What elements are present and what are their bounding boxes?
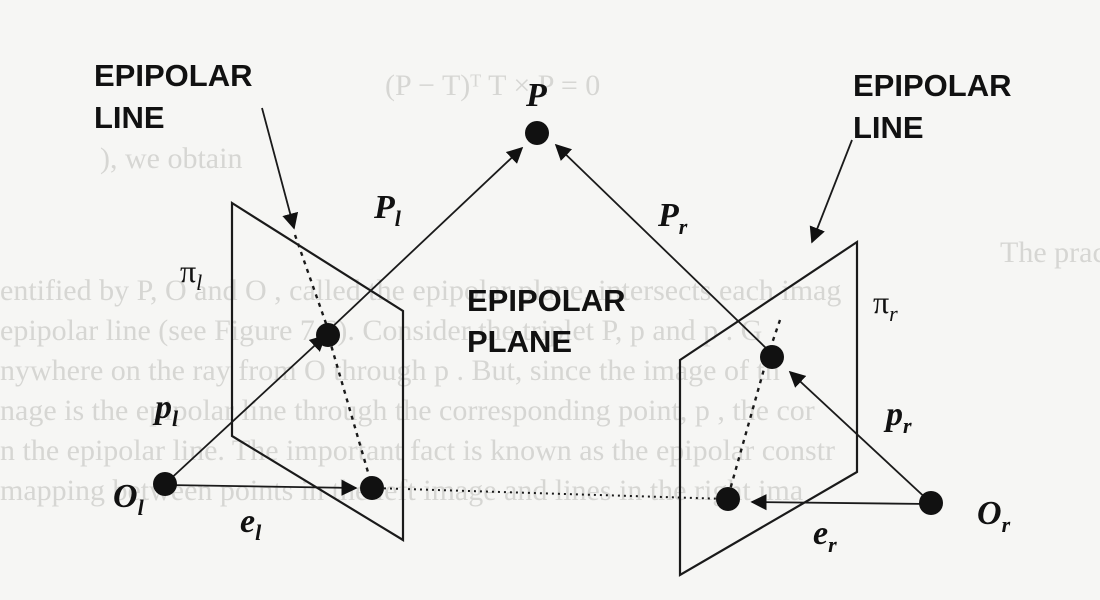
- background-text-line-4: entified by P, O and O , called the epip…: [0, 274, 841, 307]
- left-callout-arrow: [261, 107, 299, 230]
- background-text-line-9: mapping between points in the left image…: [0, 474, 803, 507]
- label-P-r-sub: r: [679, 214, 688, 239]
- ray-e-l: [166, 479, 358, 496]
- label-P-l: Pl: [373, 189, 402, 231]
- ray-P-l: [328, 146, 524, 331]
- label-O-r-main: O: [977, 495, 1002, 532]
- left-epipolar-line-lower: [327, 337, 374, 487]
- left-epipolar-line-label-2: LINE: [94, 100, 165, 135]
- label-e-r: er: [813, 515, 837, 557]
- label-P-r-main: P: [657, 197, 679, 234]
- ray-p-l: [164, 334, 327, 485]
- right-epipolar-line-label-2: LINE: [853, 110, 924, 145]
- label-p-r: pr: [883, 396, 912, 438]
- label-P-l-main: P: [373, 189, 395, 226]
- label-pi-r: πr: [873, 284, 898, 326]
- label-p-l: pl: [152, 389, 179, 431]
- ray-P-r: [554, 143, 769, 351]
- label-e-r-sub: r: [828, 532, 837, 557]
- background-text-line-6: nywhere on the ray from O through p . Bu…: [0, 354, 780, 387]
- label-P-r: Pr: [657, 197, 688, 239]
- background-text-line-5: epipolar line (see Figure 7.6). Consider…: [0, 314, 762, 347]
- label-e-l-main: e: [240, 503, 255, 540]
- background-text-line-3: The practical importance of epipolar geo…: [1000, 236, 1100, 269]
- right-callout-arrow: [809, 139, 853, 244]
- label-e-r-main: e: [813, 515, 828, 552]
- left-image-plane: [230, 201, 405, 542]
- point-O-r: [919, 491, 943, 515]
- point-p-l: [316, 323, 340, 347]
- label-pi-r-sub: r: [889, 301, 898, 326]
- label-pi-l-main: π: [180, 253, 196, 289]
- background-text: (P − T)ᵀ T × P = 0 ), we obtain The prac…: [0, 69, 1100, 507]
- label-p-l-sub: l: [172, 406, 179, 431]
- background-text-line-1: (P − T)ᵀ T × P = 0: [385, 69, 600, 102]
- point-e-l: [360, 476, 384, 500]
- label-P: P: [525, 77, 547, 114]
- left-epipolar-line-label-1: EPIPOLAR: [94, 58, 252, 93]
- label-p-r-main: p: [883, 396, 903, 433]
- epipolar-plane-label-2: PLANE: [467, 324, 572, 359]
- baseline: [371, 487, 728, 500]
- label-P-l-sub: l: [395, 206, 402, 231]
- point-p-r: [760, 345, 784, 369]
- right-epipolar-line-label-1: EPIPOLAR: [853, 68, 1011, 103]
- background-text-line-8: n the epipolar line. The important fact …: [0, 434, 835, 467]
- label-pi-l-sub: l: [196, 270, 202, 295]
- background-text-line-7: nage is the epipolar line through the co…: [0, 394, 815, 427]
- background-text-line-2: ), we obtain: [100, 142, 242, 175]
- ray-p-r: [788, 370, 932, 504]
- label-p-l-main: p: [152, 389, 172, 426]
- label-O-l-sub: l: [138, 495, 145, 520]
- point-P: [525, 121, 549, 145]
- label-O-l-main: O: [113, 478, 138, 515]
- label-O-l: Ol: [113, 478, 145, 520]
- point-e-r: [716, 487, 740, 511]
- epipolar-plane-label-1: EPIPOLAR: [467, 283, 625, 318]
- label-O-r: Or: [977, 495, 1011, 537]
- ray-e-r: [750, 494, 931, 511]
- label-p-r-sub: r: [903, 413, 912, 438]
- label-e-l: el: [240, 503, 262, 545]
- right-image-plane: [678, 239, 859, 577]
- label-pi-r-main: π: [873, 284, 889, 320]
- label-O-r-sub: r: [1002, 512, 1011, 537]
- label-e-l-sub: l: [255, 520, 262, 545]
- label-pi-l: πl: [180, 253, 202, 295]
- point-O-l: [153, 472, 177, 496]
